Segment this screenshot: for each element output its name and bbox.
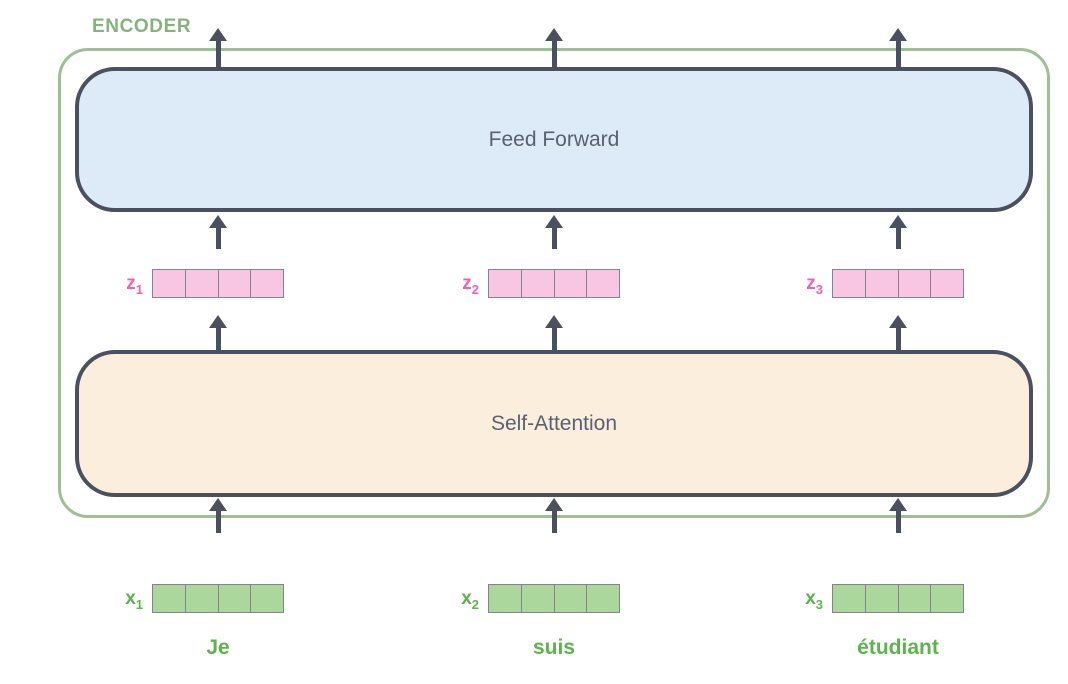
vector-label-subscript: 2 [471,281,479,297]
vector-cell [489,270,521,297]
z3-vector-group: z3 [785,269,964,298]
up-arrow [889,28,907,67]
arrow-head-icon [889,498,907,511]
x3-vector-label: x3 [785,588,823,611]
arrow-shaft [895,41,901,67]
z3-vector-label: z3 [785,273,823,296]
arrow-head-icon [889,215,907,228]
up-arrow [889,215,907,249]
vector-label-base: z [462,273,472,294]
z1-vector-group: z1 [105,269,284,298]
vector-label-subscript: 1 [135,596,143,612]
up-arrow [545,315,563,350]
x2-vector-label: x2 [441,588,479,611]
vector-label-base: x [125,588,136,609]
vector-label-subscript: 2 [471,596,479,612]
encoder-label: ENCODER [92,16,192,37]
arrow-head-icon [545,315,563,328]
x1-vector-label: x1 [105,588,143,611]
input-word-suis: suis [532,636,576,659]
up-arrow [209,215,227,249]
up-arrow [545,28,563,67]
input-word-etudiant: étudiant [857,636,939,659]
input-word-je: Je [206,636,230,659]
vector-cell [864,270,898,297]
x2-vector-group: x2 [441,584,620,613]
arrow-head-icon [545,498,563,511]
feed-forward-label: Feed Forward [488,127,620,151]
vector-cell [833,270,865,297]
up-arrow [545,215,563,249]
z3-vector-box [832,269,964,298]
z1-vector-label: z1 [105,273,143,296]
vector-cell [833,585,865,612]
arrow-shaft [895,228,901,249]
x2-vector-box [488,584,620,613]
vector-label-subscript: 1 [135,281,143,297]
up-arrow [545,498,563,533]
arrow-shaft [551,228,557,249]
vector-cell [184,270,218,297]
vector-cell [250,585,283,612]
up-arrow [209,498,227,533]
z2-vector-box [488,269,620,298]
vector-cell [930,585,963,612]
vector-cell [864,585,898,612]
z1-vector-box [152,269,284,298]
arrow-head-icon [209,28,227,41]
arrow-shaft [215,41,221,67]
arrow-head-icon [545,28,563,41]
arrow-head-icon [889,28,907,41]
arrow-head-icon [209,315,227,328]
vector-cell [897,270,931,297]
vector-label-base: x [805,588,816,609]
arrow-head-icon [545,215,563,228]
vector-label-subscript: 3 [815,596,823,612]
vector-cell [153,585,185,612]
feed-forward-block: Feed Forward [75,67,1033,212]
up-arrow [889,498,907,533]
vector-cell [553,270,587,297]
vector-cell [897,585,931,612]
vector-label-base: z [806,273,816,294]
vector-label-subscript: 3 [815,281,823,297]
vector-cell [553,585,587,612]
z2-vector-group: z2 [441,269,620,298]
arrow-shaft [895,328,901,350]
x3-vector-box [832,584,964,613]
arrow-shaft [551,511,557,533]
arrow-shaft [215,228,221,249]
vector-cell [217,585,251,612]
x1-vector-box [152,584,284,613]
vector-cell [489,585,521,612]
up-arrow [209,28,227,67]
arrow-shaft [551,328,557,350]
x1-vector-group: x1 [105,584,284,613]
arrow-head-icon [209,215,227,228]
arrow-shaft [895,511,901,533]
up-arrow [889,315,907,350]
up-arrow [209,315,227,350]
self-attention-label: Self-Attention [490,411,618,435]
arrow-shaft [551,41,557,67]
arrow-shaft [215,328,221,350]
self-attention-block: Self-Attention [75,350,1033,497]
vector-cell [184,585,218,612]
vector-cell [520,270,554,297]
vector-cell [586,270,619,297]
arrow-head-icon [889,315,907,328]
vector-cell [250,270,283,297]
vector-cell [153,270,185,297]
x3-vector-group: x3 [785,584,964,613]
arrow-shaft [215,511,221,533]
vector-cell [217,270,251,297]
vector-cell [520,585,554,612]
z2-vector-label: z2 [441,273,479,296]
vector-cell [930,270,963,297]
vector-label-base: z [126,273,136,294]
vector-cell [586,585,619,612]
vector-label-base: x [461,588,472,609]
arrow-head-icon [209,498,227,511]
